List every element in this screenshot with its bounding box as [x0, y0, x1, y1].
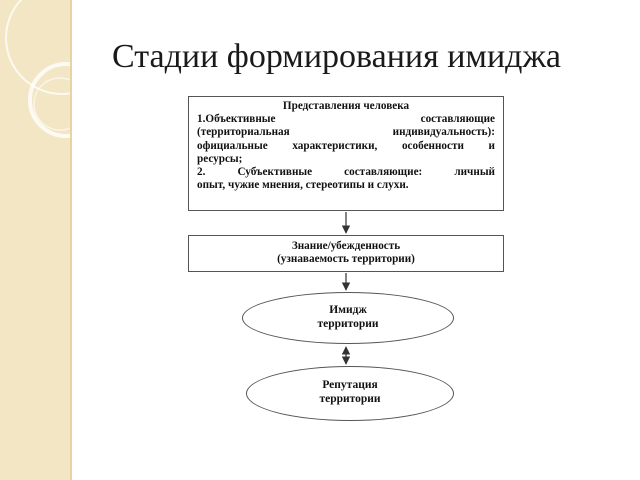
- decorative-sidebar: [0, 0, 72, 480]
- perceptions-line-2: (территориальная индивидуальность):: [197, 126, 495, 139]
- perceptions-line-6: опыт, чужие мнения, стереотипы и слухи.: [197, 179, 409, 192]
- decorative-circles: [5, 0, 72, 138]
- reputation-ellipse: Репутация территории: [246, 366, 454, 421]
- reputation-line-1: Репутация: [322, 379, 378, 391]
- perceptions-line-1: 1.Объективные составляющие: [197, 113, 495, 126]
- perceptions-line-5: 2. Субъективные составляющие: личный: [197, 166, 495, 179]
- perceptions-line-3: официальные характеристики, особенности …: [197, 139, 495, 152]
- knowledge-box: Знание/убежденность (узнаваемость террит…: [188, 235, 504, 272]
- perceptions-box: Представления человека 1.Объективные сос…: [188, 96, 504, 211]
- slide-title: Стадии формирования имиджа: [112, 38, 562, 75]
- perceptions-line-4: ресурсы;: [197, 152, 243, 165]
- knowledge-line-1: Знание/убежденность: [291, 240, 401, 252]
- reputation-line-2: территории: [319, 392, 381, 405]
- image-line-2: территории: [317, 317, 379, 330]
- perceptions-heading: Представления человека: [282, 100, 410, 112]
- image-line-1: Имидж: [329, 304, 367, 316]
- sidebar-edge: [70, 0, 72, 480]
- image-ellipse: Имидж территории: [242, 292, 454, 344]
- knowledge-line-2: (узнаваемость территории): [277, 253, 415, 265]
